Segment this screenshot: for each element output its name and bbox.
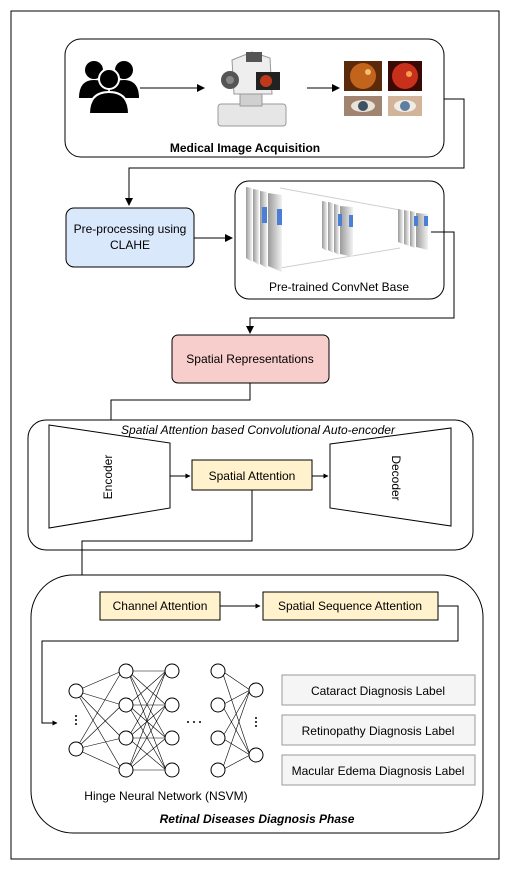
preprocessing-node: Pre-processing using CLAHE (65, 207, 195, 268)
acquisition-title: Medical Image Acquisition (170, 141, 320, 155)
channel-attention-box (99, 591, 221, 621)
label-retinopathy: Retinopathy Diagnosis Label (302, 724, 455, 738)
sequence-attention-box (262, 591, 439, 621)
acquisition-panel: Medical Image Acquisition (64, 38, 445, 158)
network-nodes (68, 663, 264, 778)
network-edges (75, 670, 251, 771)
decoder-label: Decoder (389, 455, 403, 500)
connector-spatial-rep-to-autoencoder (108, 383, 251, 434)
diagnosis-panel: Channel Attention Spatial Sequence Atten… (30, 574, 484, 834)
spatial-rep-label: Spatial Representations (186, 352, 313, 366)
encoder-shape (48, 424, 171, 529)
diagnosis-title: Retinal Diseases Diagnosis Phase (160, 812, 355, 826)
convnet-label: Pre-trained ConvNet Base (269, 280, 409, 294)
convnet-node: Pre-trained ConvNet Base (234, 180, 445, 300)
decoder-shape (329, 427, 452, 527)
preprocessing-label-line1: Pre-processing using (74, 222, 187, 236)
label-box-macular-edema (281, 754, 476, 786)
network-ellipsis-dots (75, 715, 257, 727)
label-box-retinopathy (281, 714, 476, 746)
channel-attention-label: Channel Attention (113, 599, 208, 613)
connector-convnet-to-spatial-rep (246, 231, 455, 334)
outer-frame (10, 10, 500, 860)
convnet-box (234, 180, 445, 300)
connector-acquisition-to-preprocessing (125, 98, 465, 206)
spatial-rep-node: Spatial Representations (171, 334, 330, 384)
label-box-cataract (281, 674, 476, 706)
spatial-attention-box (191, 459, 313, 491)
conv-block-1 (246, 187, 282, 272)
spatial-attention-label: Spatial Attention (209, 469, 296, 483)
fundus-camera-icon (217, 51, 287, 127)
encoder-label: Encoder (101, 455, 115, 500)
connector-sequence-to-network (41, 605, 459, 726)
label-cataract: Cataract Diagnosis Label (311, 684, 445, 698)
sequence-attention-label: Spatial Sequence Attention (278, 599, 422, 613)
autoencoder-panel: Spatial Attention based Convolutional Au… (27, 419, 474, 551)
conv-block-3 (398, 209, 428, 250)
neural-network-icon (68, 663, 264, 778)
convnet-guides (279, 187, 401, 269)
autoencoder-title: Spatial Attention based Convolutional Au… (121, 423, 396, 437)
preprocessing-label-line2: CLAHE (110, 238, 150, 252)
users-icon (79, 61, 139, 115)
label-macular-edema: Macular Edema Diagnosis Label (292, 764, 465, 778)
conv-block-2 (322, 201, 353, 257)
network-label: Hinge Neural Network (NSVM) (84, 789, 247, 803)
retinal-images-icon (344, 61, 422, 116)
